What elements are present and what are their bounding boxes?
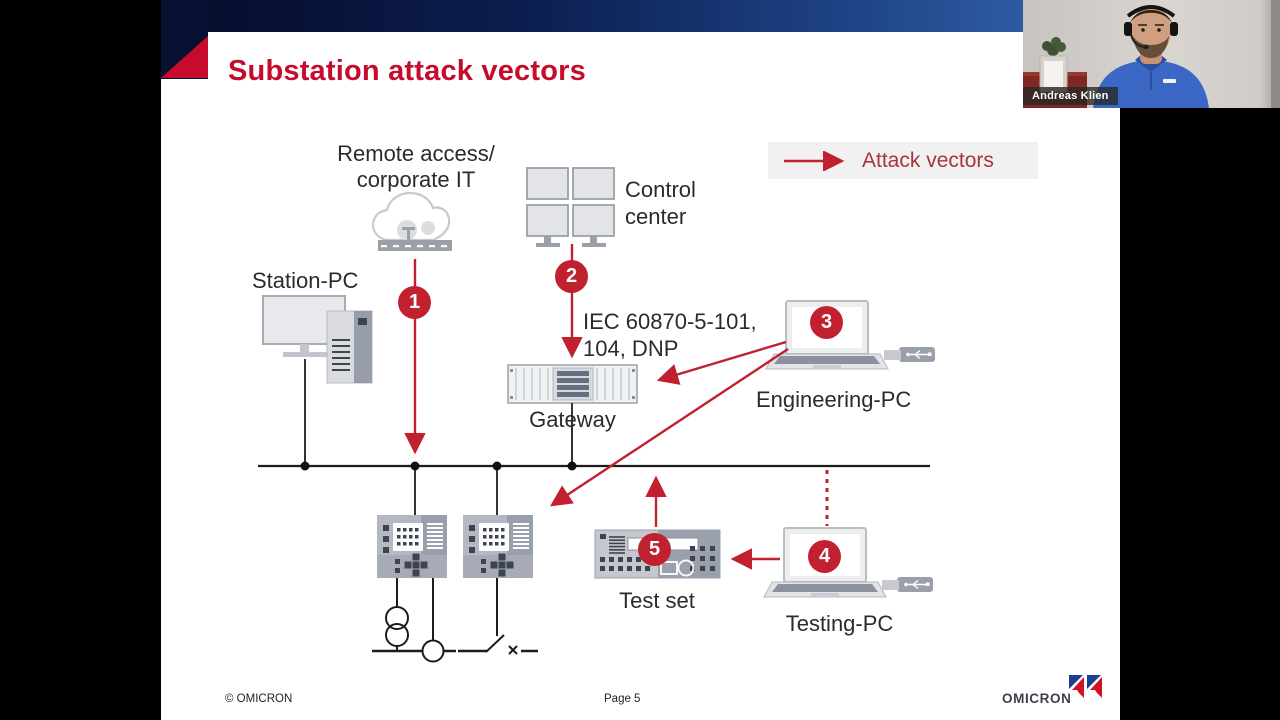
- attack-arrow-3-to-ied: [549, 347, 789, 507]
- attack-marker-4: 4: [808, 540, 841, 573]
- slide-header-bar: [161, 0, 1120, 32]
- engineering-pc-label: Engineering-PC: [756, 387, 912, 412]
- webcam-overlay[interactable]: Andreas Klien: [1023, 0, 1280, 108]
- legend-arrow-icon: [784, 150, 845, 171]
- control-center-label: Control center: [625, 176, 696, 230]
- bus-node-dots: [300, 461, 577, 471]
- protocols-label: IEC 60870-5-101, 104, DNP: [583, 308, 757, 362]
- testing-pc-label: Testing-PC: [785, 611, 894, 636]
- control-center-line1: Control: [625, 177, 696, 202]
- usb-stick-icon: [884, 347, 935, 362]
- usb-stick-icon: [882, 577, 933, 592]
- attack-marker-2: 2: [555, 260, 588, 293]
- slide-canvas: [161, 0, 1120, 720]
- test-set-label: Test set: [619, 588, 695, 613]
- headset-icon: [1124, 5, 1178, 49]
- ied-icon-2: [463, 515, 533, 578]
- attack-vector-arrows: [404, 244, 829, 570]
- protocols-line2: 104, DNP: [583, 336, 679, 361]
- control-center-line2: center: [625, 204, 687, 229]
- slide-corner-accent: [161, 0, 208, 79]
- attack-marker-1: 1: [398, 286, 431, 319]
- network-bus-line: [258, 359, 930, 515]
- measuring-device-symbol: [421, 639, 445, 663]
- attack-marker-3: 3: [810, 306, 843, 339]
- gateway-label: Gateway: [529, 407, 616, 432]
- footer-copyright: © OMICRON: [225, 693, 293, 705]
- gateway-icon: [507, 364, 638, 404]
- protocols-line1: IEC 60870-5-101,: [583, 309, 757, 334]
- footer-page-number: Page 5: [604, 693, 641, 705]
- control-center-monitors-icon: [526, 167, 615, 247]
- red-triangle-accent: [161, 36, 208, 78]
- legend-label: Attack vectors: [862, 148, 994, 172]
- cloud-icon: [371, 191, 452, 251]
- speaker-name-label: Andreas Klien: [1023, 87, 1118, 105]
- omicron-brand-text: OMICRON: [1002, 691, 1072, 706]
- attack-arrow-3-to-gateway: [656, 340, 787, 385]
- remote-access-label: Remote access/ corporate IT: [296, 141, 536, 193]
- remote-access-line1: Remote access/: [337, 141, 495, 166]
- page-title: Substation attack vectors: [228, 55, 586, 87]
- webcam-video: [1023, 0, 1280, 108]
- ied-icon-1: [377, 515, 447, 578]
- ct-transformer-symbol: [372, 578, 456, 653]
- speaker-person: [1093, 5, 1209, 108]
- station-pc-label: Station-PC: [252, 268, 359, 293]
- station-pc-icon: [262, 295, 373, 384]
- remote-access-line2: corporate IT: [356, 167, 476, 192]
- attack-marker-5: 5: [638, 533, 671, 566]
- attack-vectors-legend: Attack vectors: [768, 142, 1038, 179]
- breaker-switch-symbol: [458, 578, 538, 655]
- omicron-logo-icon: [1069, 675, 1105, 706]
